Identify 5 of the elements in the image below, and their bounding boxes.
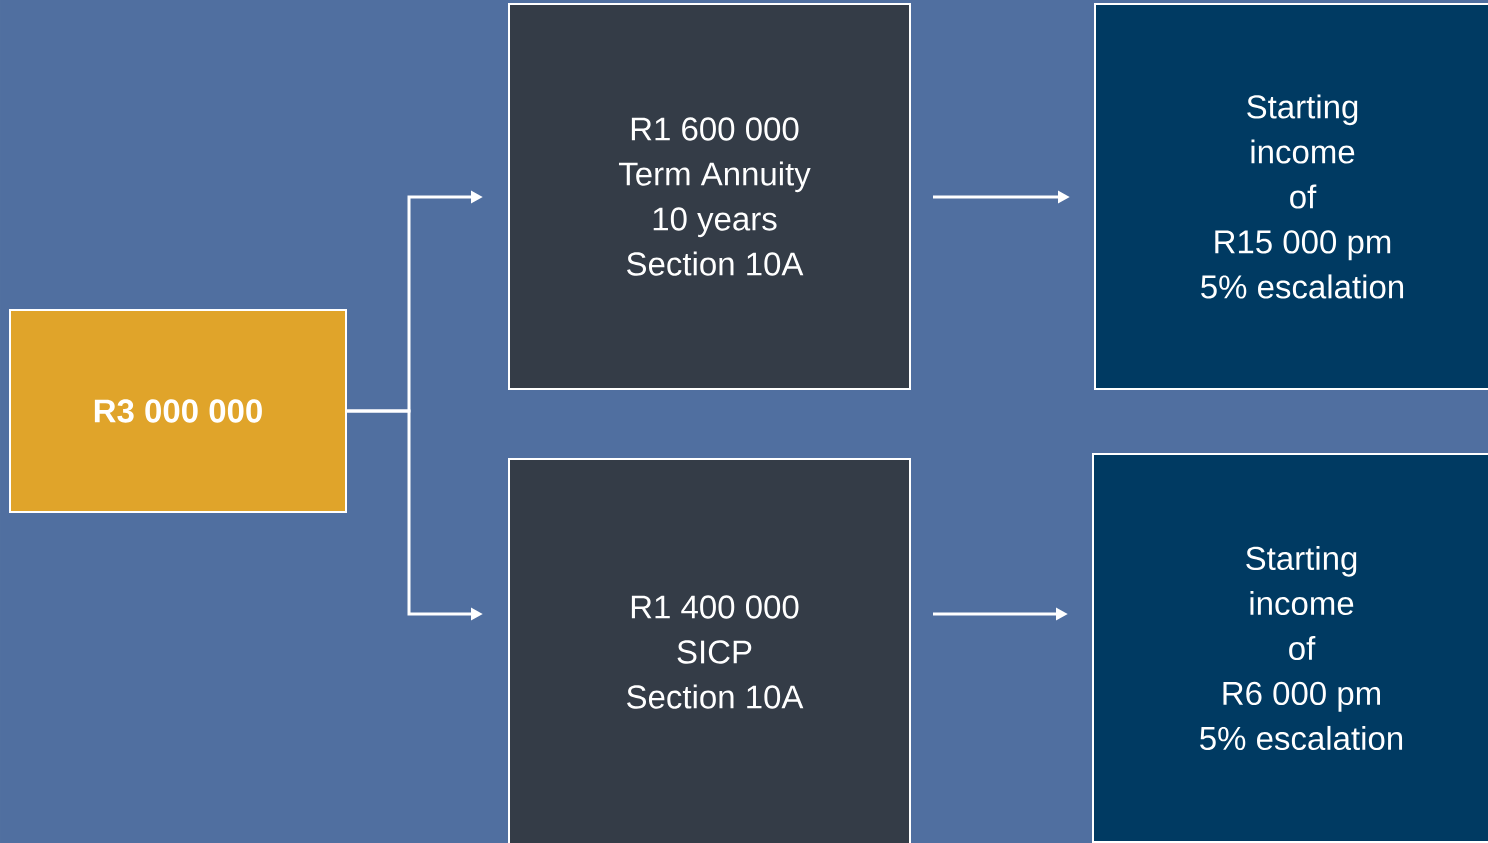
income-box: Starting income of R6 000 pm 5% escalation xyxy=(1092,453,1488,843)
income-box: Starting income of R15 000 pm 5% escalation xyxy=(1094,3,1488,390)
product-box: R1 600 000 Term Annuity 10 years Section 10A xyxy=(508,3,911,390)
amount-box: R3 000 000 xyxy=(9,309,347,513)
product-box: R1 400 000 SICP Section 10A xyxy=(508,458,911,843)
